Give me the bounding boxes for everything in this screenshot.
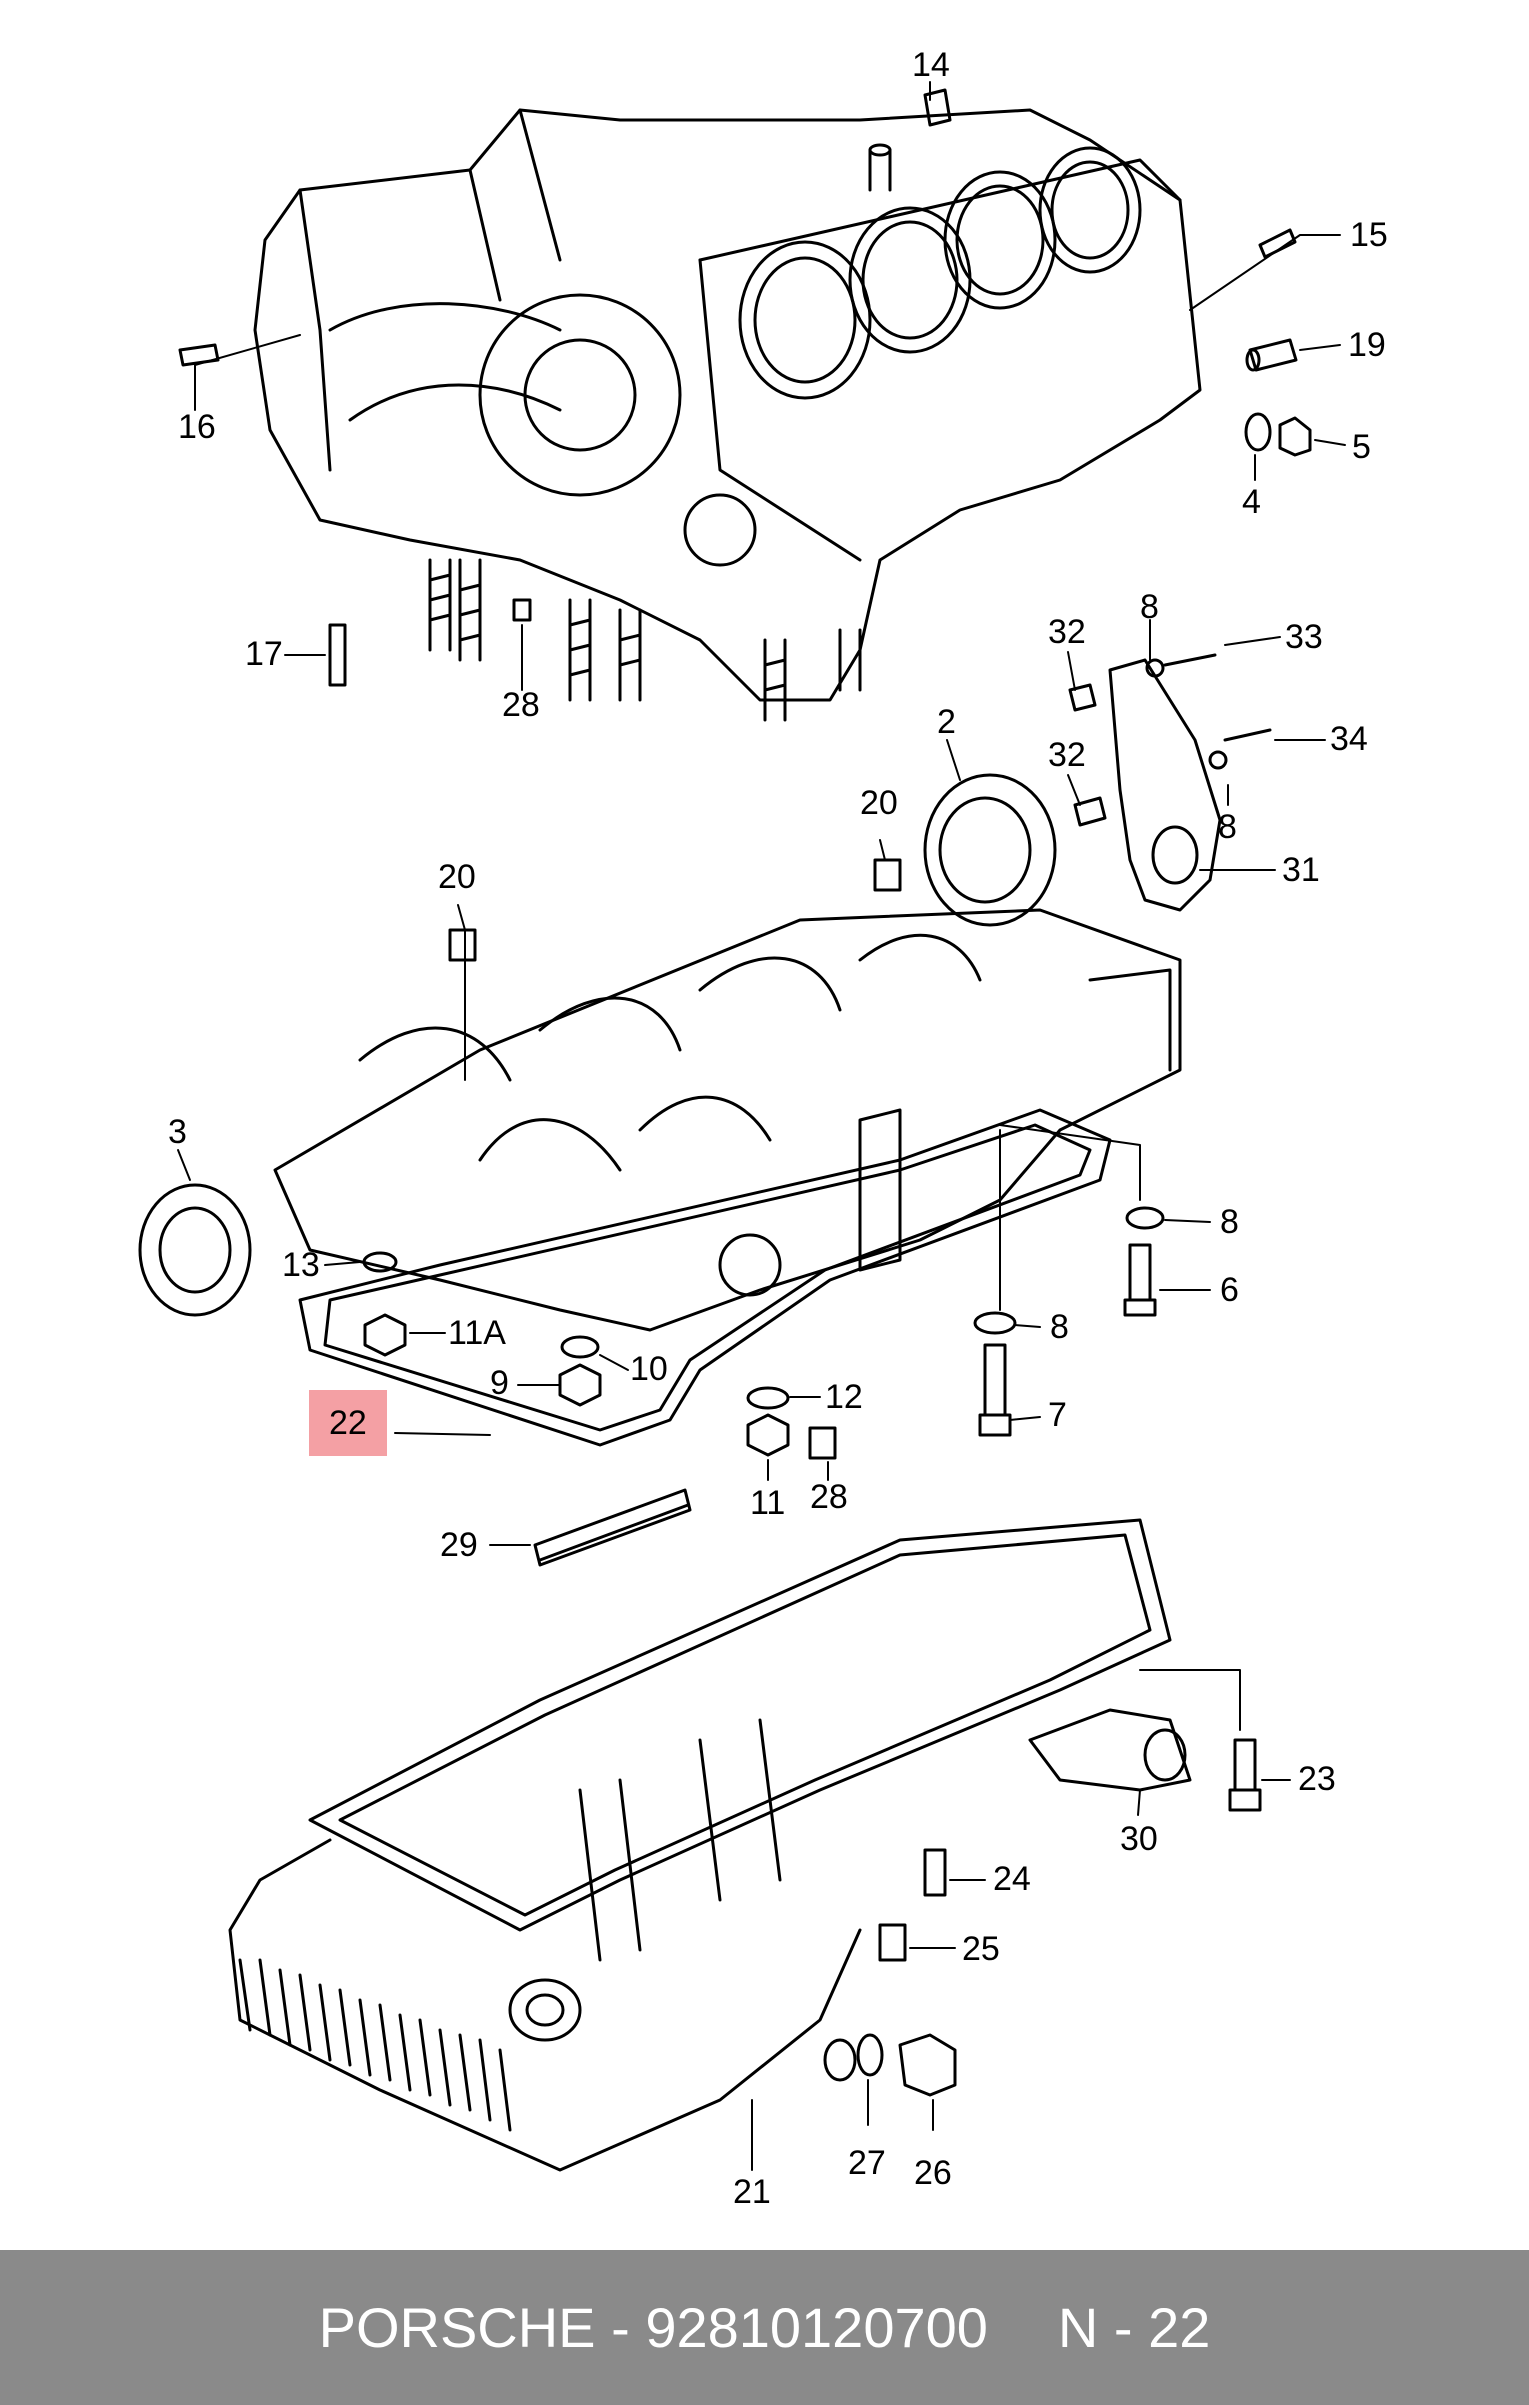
callout-19: 19 <box>1348 326 1386 364</box>
leader-lines <box>177 81 1346 2171</box>
part-number: 92810120700 <box>645 2296 988 2359</box>
callout-32-top: 32 <box>1048 613 1086 651</box>
ring-27-drawing <box>856 2033 884 2077</box>
callout-28-top: 28 <box>502 686 540 724</box>
nut-9-drawing <box>558 1363 602 1407</box>
dowel-15-drawing <box>1258 228 1297 259</box>
exploded-parts-diagram: 14 15 19 5 4 16 17 28 33 8 32 34 8 32 31… <box>138 46 1388 2211</box>
callout-14: 14 <box>912 46 950 84</box>
callout-20-right: 20 <box>860 784 898 822</box>
bolt-6-drawing <box>1123 1243 1157 1317</box>
callout-22-highlighted: 22 <box>309 1390 387 1456</box>
callout-28-lower: 28 <box>810 1478 848 1516</box>
dowel-20b-drawing <box>448 928 477 962</box>
nut-11a-drawing <box>363 1313 407 1357</box>
callout-2: 2 <box>937 703 956 741</box>
callout-25: 25 <box>962 1930 1000 1968</box>
bracket-31-drawing <box>1068 653 1272 912</box>
callout-11: 11 <box>750 1484 786 1522</box>
bolt-7-drawing <box>978 1343 1012 1437</box>
bolt-24-drawing <box>923 1848 947 1897</box>
callout-23: 23 <box>1298 1760 1336 1798</box>
seal-3-drawing <box>138 1183 252 1317</box>
callout-17: 17 <box>245 635 283 673</box>
callout-24: 24 <box>993 1860 1031 1898</box>
callout-4: 4 <box>1242 483 1261 521</box>
callout-6: 6 <box>1220 1271 1239 1309</box>
dowel-28-top-drawing <box>512 598 532 622</box>
sleeve-28-drawing <box>808 1426 837 1460</box>
plug-26-drawing <box>898 2033 957 2097</box>
callout-32-mid: 32 <box>1048 736 1086 774</box>
bracket-30-drawing <box>1028 1708 1192 1792</box>
callout-10: 10 <box>630 1350 668 1388</box>
strainer-29-drawing <box>533 1488 692 1567</box>
separator: - <box>611 2296 630 2359</box>
callout-9: 9 <box>490 1364 509 1402</box>
callout-13: 13 <box>282 1246 320 1284</box>
callout-27: 27 <box>848 2144 886 2182</box>
washer-13-drawing <box>362 1251 398 1273</box>
callout-34: 34 <box>1330 720 1368 758</box>
callout-29: 29 <box>440 1526 478 1564</box>
callout-33: 33 <box>1285 618 1323 656</box>
part-info-footer: PORSCHE - 92810120700 N - 22 <box>0 2250 1529 2405</box>
callout-7: 7 <box>1048 1396 1067 1434</box>
dowel-19-drawing <box>1245 338 1298 372</box>
callout-5: 5 <box>1352 428 1371 466</box>
bolt-23-drawing <box>1228 1738 1262 1812</box>
part-label: PORSCHE - 92810120700 <box>319 2295 988 2360</box>
nut-11-drawing <box>746 1413 790 1457</box>
washer-8b-drawing <box>973 1311 1017 1335</box>
block-studs-drawing <box>428 558 862 722</box>
dowel-20-drawing <box>873 858 902 892</box>
upper-crankcase-drawing <box>253 88 1202 722</box>
dowel-16-drawing <box>178 343 220 367</box>
dowel-17-drawing <box>328 623 347 687</box>
callout-15: 15 <box>1350 216 1388 254</box>
washer-4-drawing <box>1244 412 1272 452</box>
brand-name: PORSCHE <box>318 2296 596 2359</box>
washer-8a-drawing <box>1125 1206 1165 1230</box>
gasket-22-drawing <box>298 1108 1112 1447</box>
callout-8-lower: 8 <box>1050 1308 1069 1346</box>
callout-8-mid: 8 <box>1218 808 1237 846</box>
callout-8-top: 8 <box>1140 588 1159 626</box>
callout-11a: 11A <box>448 1314 506 1352</box>
washer-10-drawing <box>560 1335 600 1359</box>
oil-pan-drawing <box>228 1518 1172 2172</box>
callout-12: 12 <box>825 1378 863 1416</box>
callout-31: 31 <box>1282 851 1320 889</box>
washer-12-drawing <box>746 1386 790 1410</box>
plug-5-drawing <box>1278 416 1312 457</box>
callout-30: 30 <box>1120 1820 1158 1858</box>
callout-8-right: 8 <box>1220 1203 1239 1241</box>
callout-3: 3 <box>168 1113 187 1151</box>
callout-16: 16 <box>178 408 216 446</box>
callout-21: 21 <box>733 2173 771 2211</box>
callout-26: 26 <box>914 2154 952 2192</box>
lower-crankcase-drawing <box>273 908 1182 1332</box>
diagram-reference: N - 22 <box>1057 2296 1211 2359</box>
seal-2-drawing <box>923 773 1057 927</box>
sleeve-25-drawing <box>878 1923 907 1962</box>
callout-20-left: 20 <box>438 858 476 896</box>
